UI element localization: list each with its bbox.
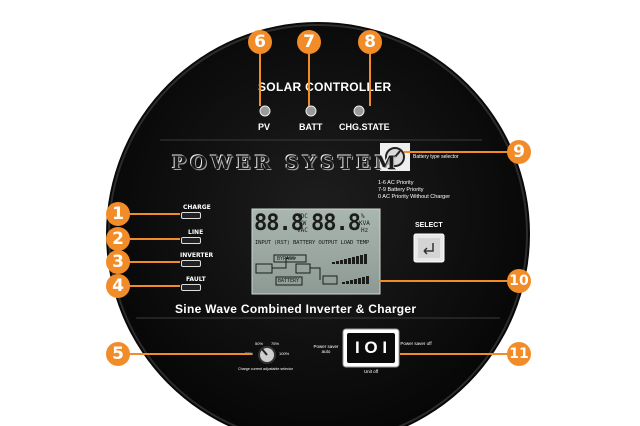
battery-note-2: 7-9 Battery Priority: [378, 187, 424, 193]
callout-7-line: [308, 49, 310, 106]
lcd-digits-left: 88.8: [254, 211, 304, 236]
charge-knob-control[interactable]: [259, 347, 275, 363]
fault-led: [181, 284, 201, 291]
line-led: [181, 237, 201, 244]
callout-10-line: [379, 280, 509, 282]
lcd-unit-vdc: VDC: [297, 213, 308, 220]
knob-mark-50: 50%: [255, 341, 264, 346]
select-label: SELECT: [415, 222, 443, 229]
batt-label: BATT: [299, 122, 323, 132]
callout-1: 1: [106, 202, 130, 226]
callout-7: 7: [297, 30, 321, 54]
chg-state-label: CHG.STATE: [339, 122, 390, 132]
fault-label: FAULT: [186, 276, 206, 283]
lcd-status-row: INPUT (RST) BATTERY OUTPUT LOAD TEMP: [255, 240, 370, 246]
callout-9-line: [404, 151, 510, 153]
power-switch-symbol[interactable]: I O I: [354, 338, 388, 357]
callout-10: 10: [507, 269, 531, 293]
charge-label: CHARGE: [183, 204, 211, 211]
unit-off-label: Unit off: [363, 369, 379, 374]
charge-knob-caption: Charge current adjustable selector: [238, 367, 293, 371]
callout-5: 5: [106, 342, 130, 366]
callout-2-line: [128, 238, 180, 240]
enter-icon: [423, 243, 434, 255]
charge-knob-pointer: [261, 348, 268, 356]
lcd-bypass-box: [273, 254, 307, 263]
lcd-unit-kva: KVA: [359, 220, 370, 227]
callout-6-line: [259, 49, 261, 106]
callout-4-line: [128, 285, 180, 287]
callout-2: 2: [106, 227, 130, 251]
battery-selector-pointer: [394, 150, 401, 158]
batt-led: [305, 105, 317, 117]
inverter-label: INVERTER: [180, 252, 214, 259]
solar-controller-title: SOLAR CONTROLLER: [258, 80, 392, 94]
power-switch-rocker: [347, 333, 395, 363]
select-button-face: [418, 238, 440, 258]
callout-8: 8: [358, 30, 382, 54]
battery-selector-label: Battery type selector: [413, 154, 459, 160]
knob-mark-75: 75%: [271, 341, 280, 346]
lcd-unit-kw: KW: [299, 220, 307, 227]
lcd-unit-hz: Hz: [361, 227, 369, 234]
callout-6: 6: [248, 30, 272, 54]
brand-title: POWER SYSTEM: [172, 152, 400, 174]
select-button[interactable]: [414, 234, 444, 262]
callout-11-line: [400, 353, 510, 355]
power-saver-off-label: Power saver off: [400, 341, 432, 346]
line-label: LINE: [188, 229, 204, 236]
pv-led: [259, 105, 271, 117]
pv-label: PV: [258, 122, 271, 132]
callout-4: 4: [106, 274, 130, 298]
lcd-battery-box: [275, 276, 303, 286]
callout-1-line: [128, 213, 180, 215]
charge-led: [181, 212, 201, 219]
chg-state-led: [353, 105, 365, 117]
lcd-flow-line-2: [310, 267, 321, 280]
callout-9: 9: [507, 140, 531, 164]
inverter-led: [181, 260, 201, 267]
callout-11: 11: [507, 342, 531, 366]
lcd-battery-label: BATTERY: [278, 278, 300, 284]
lcd-load-icon: [322, 275, 338, 285]
callout-5-line: [128, 353, 252, 355]
battery-note-1: 1-6 AC Priority: [378, 180, 414, 186]
lcd-load-bars: [332, 254, 369, 284]
knob-mark-100: 100%: [279, 351, 290, 356]
product-title: Sine Wave Combined Inverter & Charger: [175, 302, 417, 316]
callout-3: 3: [106, 250, 130, 274]
lcd-unit-vac: VAC: [297, 227, 308, 234]
lcd-bypass-label: BYPASS: [277, 256, 296, 262]
lcd-flow-line: [272, 257, 296, 269]
lcd-unit-percent: %: [361, 213, 365, 220]
power-saver-auto-label: Power saver auto: [313, 344, 339, 355]
callout-3-line: [128, 261, 180, 263]
callout-8-line: [369, 49, 371, 106]
lcd-digits-right: 88.8: [311, 211, 361, 236]
battery-note-3: 0 AC Priority Without Charger: [378, 194, 451, 200]
